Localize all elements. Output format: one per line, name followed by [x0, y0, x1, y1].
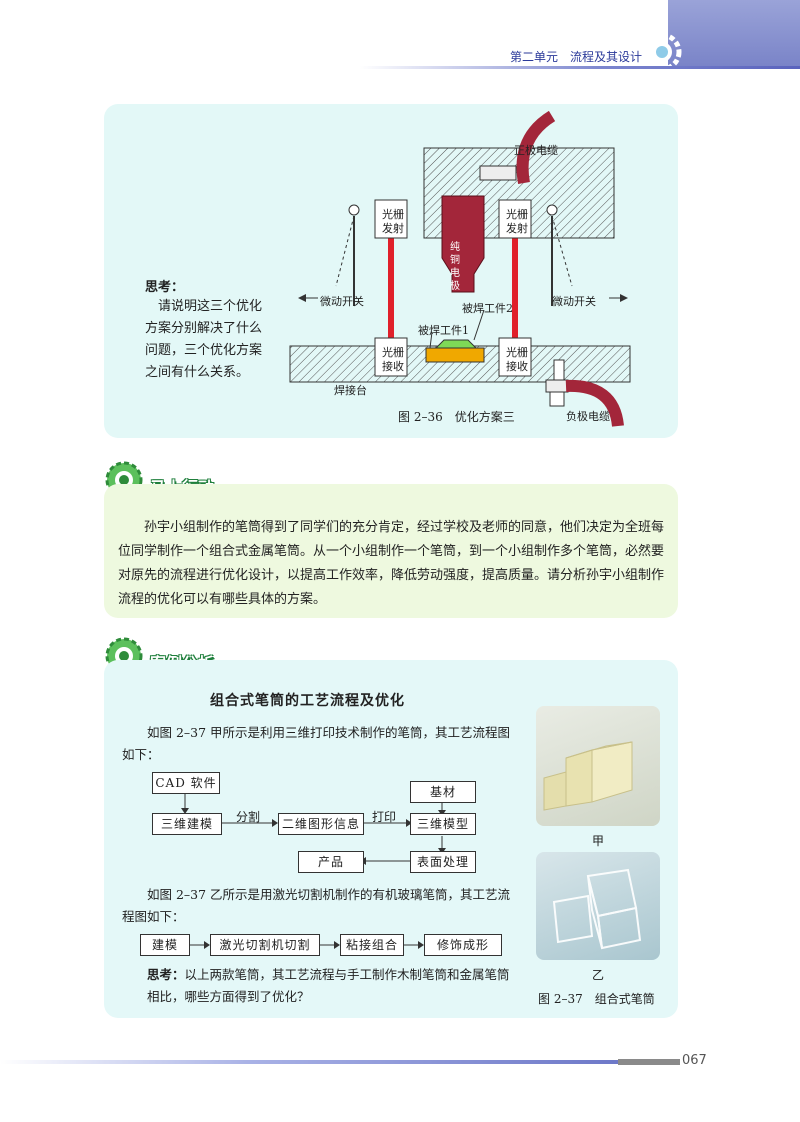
- footer-rule: [0, 1060, 620, 1064]
- label-receiver-left-1: 光栅: [382, 346, 404, 359]
- label-electrode-4: 极: [450, 281, 460, 292]
- label-emitter-left-1: 光栅: [382, 208, 404, 221]
- label-positive-cable: 正极电缆: [514, 144, 558, 157]
- flow-box-material: 基材: [410, 781, 476, 803]
- label-workpiece-1: 被焊工件1: [418, 324, 469, 337]
- case-think: 思考：以上两款笔筒，其工艺流程与手工制作木制笔筒和金属笔筒相比，哪些方面得到了优…: [147, 964, 517, 1008]
- photo-3d-printed-holder: [536, 706, 660, 826]
- case-para-1: 如图 2–37 甲所示是利用三维打印技术制作的笔筒，其工艺流程图如下：: [122, 725, 511, 762]
- gear-icon: [642, 32, 682, 72]
- header-block: [668, 0, 800, 66]
- receiver-left: [374, 337, 408, 377]
- flow2-box-bond: 粘接组合: [340, 934, 404, 956]
- page-number: 067: [682, 1053, 707, 1068]
- receiver-right: [498, 337, 532, 377]
- footer-bar: [618, 1059, 680, 1065]
- flow-box-3d-modeling: 三维建模: [152, 813, 222, 835]
- workpiece-2: [434, 339, 478, 349]
- action-text: 孙宇小组制作的笔筒得到了同学们的充分肯定，经过学校及老师的同意，他们决定为全班每…: [118, 520, 665, 607]
- label-negative-cable: 负极电缆: [566, 410, 610, 423]
- photo-b-label: 乙: [592, 968, 605, 982]
- emitter-left: [374, 199, 408, 239]
- flow-box-product: 产品: [298, 851, 364, 873]
- action-panel: [104, 484, 678, 618]
- flow2-box-laser-cut: 激光切割机切割: [210, 934, 320, 956]
- flow-label-cut: 分割: [236, 810, 261, 824]
- bolt-upper: [479, 165, 517, 181]
- photo-acrylic-holder: [536, 852, 660, 960]
- flow-label-print: 打印: [372, 810, 397, 824]
- figure-2-36-caption: 图 2–36 优化方案三: [398, 410, 515, 424]
- label-receiver-right-2: 接收: [506, 360, 528, 373]
- photo-a-label: 甲: [592, 834, 605, 848]
- flow-box-surface: 表面处理: [410, 851, 476, 873]
- label-electrode-1: 纯: [450, 242, 460, 253]
- label-workpiece-2: 被焊工件2: [462, 302, 513, 315]
- label-micro-switch-left: 微动开关: [320, 295, 364, 308]
- think-text: 请说明这三个优化方案分别解决了什么问题，三个优化方案之间有什么关系。: [145, 299, 263, 380]
- flow2-box-finish: 修饰成形: [424, 934, 502, 956]
- unit-title: 第二单元 流程及其设计: [510, 50, 643, 64]
- positive-cable: [516, 110, 556, 185]
- case-para-2: 如图 2–37 乙所示是用激光切割机制作的有机玻璃笔筒，其工艺流程图如下：: [122, 887, 511, 924]
- figure-2-36-diagram: [289, 110, 631, 427]
- label-receiver-left-2: 接收: [382, 360, 404, 373]
- label-welding-table: 焊接台: [334, 384, 367, 397]
- flow-box-2d-info: 二维图形信息: [278, 813, 364, 835]
- label-emitter-left-2: 发射: [382, 222, 404, 235]
- label-electrode-3: 电: [450, 268, 460, 279]
- header-rule: [360, 66, 800, 69]
- flow-chart-2-arrows: [190, 941, 424, 949]
- flow2-box-modeling: 建模: [140, 934, 190, 956]
- case-think-text: 以上两款笔筒，其工艺流程与手工制作木制笔筒和金属笔筒相比，哪些方面得到了优化？: [147, 967, 510, 1004]
- label-emitter-right-1: 光栅: [506, 208, 528, 221]
- flow-box-cad: CAD 软件: [152, 772, 220, 794]
- think-title: 思考：: [145, 280, 185, 295]
- figure-2-37-caption: 图 2–37 组合式笔筒: [538, 992, 655, 1006]
- workpiece-1: [425, 347, 485, 363]
- flow-box-3d-model: 三维模型: [410, 813, 476, 835]
- label-micro-switch-right: 微动开关: [552, 295, 596, 308]
- case-think-label: 思考：: [147, 967, 185, 982]
- copper-electrode: [441, 195, 485, 293]
- label-electrode-2: 铜: [450, 255, 460, 266]
- emitter-right: [498, 199, 532, 239]
- label-receiver-right-1: 光栅: [506, 346, 528, 359]
- case-title: 组合式笔筒的工艺流程及优化: [210, 693, 405, 709]
- label-emitter-right-2: 发射: [506, 222, 528, 235]
- negative-cable: [565, 379, 624, 427]
